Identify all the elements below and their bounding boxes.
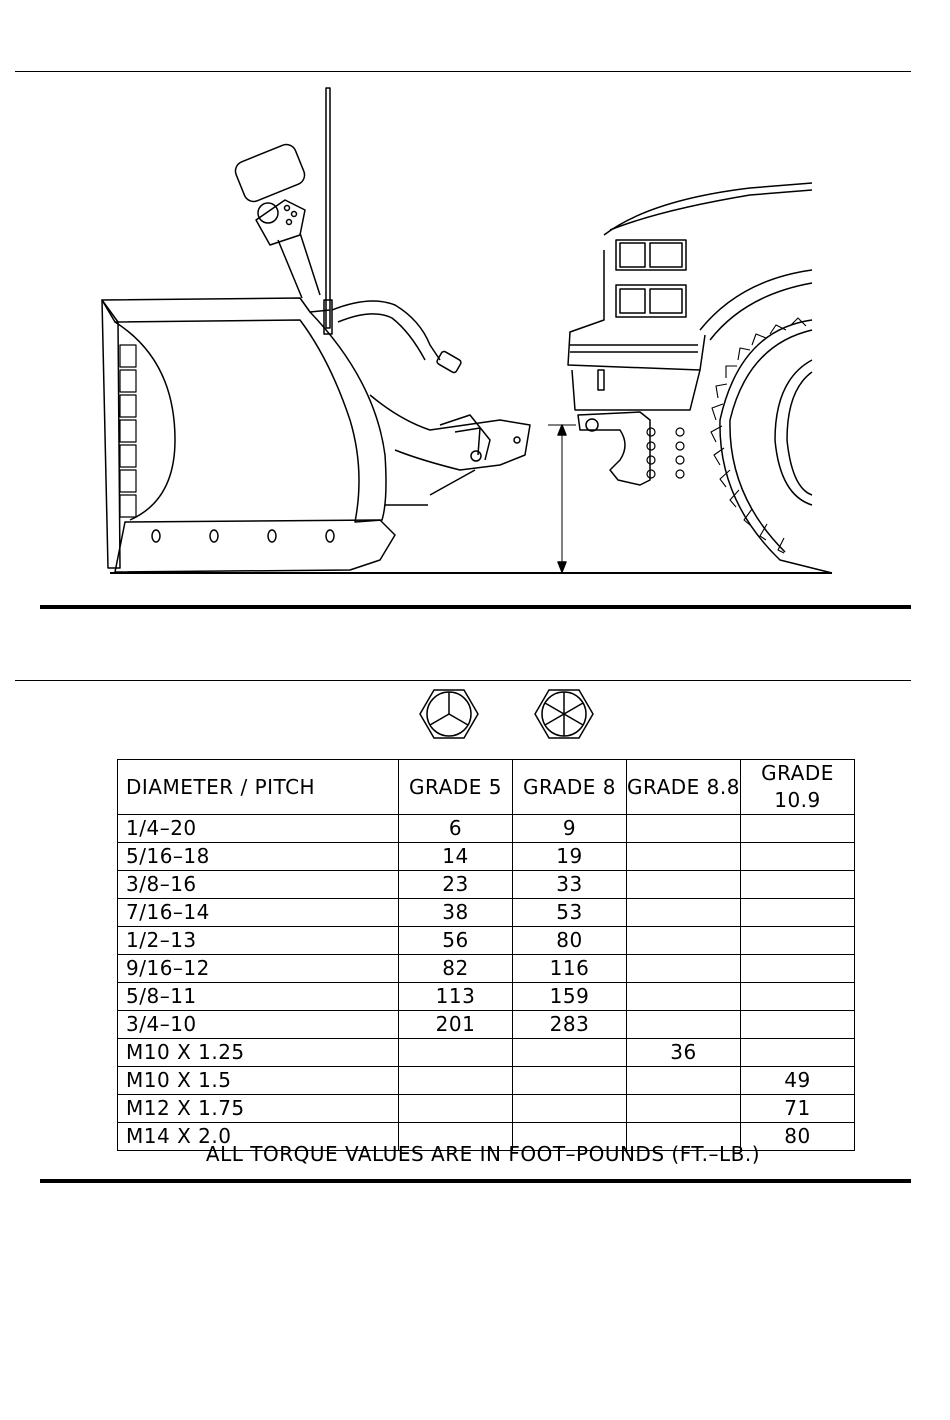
- torque-table: DIAMETER / PITCH GRADE 5 GRADE 8 GRADE 8…: [117, 759, 855, 1151]
- table-row: M10 X 1.5 49: [118, 1067, 855, 1095]
- table-cell-torque: 80: [513, 927, 627, 955]
- table-cell-torque: 38: [399, 899, 513, 927]
- table-cell-torque: [741, 871, 855, 899]
- table-cell-torque: [627, 1067, 741, 1095]
- table-cell-torque: [513, 1095, 627, 1123]
- table-cell-torque: [741, 899, 855, 927]
- table-cell-torque: [741, 1011, 855, 1039]
- table-cell-size: 1/2–13: [118, 927, 399, 955]
- plow-mount-illustration: [0, 80, 950, 590]
- table-cell-torque: 201: [399, 1011, 513, 1039]
- torque-units-note: ALL TORQUE VALUES ARE IN FOOT–POUNDS (FT…: [117, 1142, 849, 1166]
- table-cell-torque: 283: [513, 1011, 627, 1039]
- table-cell-torque: 82: [399, 955, 513, 983]
- table-cell-torque: [627, 815, 741, 843]
- table-cell-torque: 36: [627, 1039, 741, 1067]
- table-cell-size: M12 X 1.75: [118, 1095, 399, 1123]
- table-cell-torque: [399, 1095, 513, 1123]
- table-cell-torque: 116: [513, 955, 627, 983]
- table-cell-torque: 49: [741, 1067, 855, 1095]
- table-cell-size: 1/4–20: [118, 815, 399, 843]
- table-cell-torque: [627, 1011, 741, 1039]
- table-cell-size: 3/8–16: [118, 871, 399, 899]
- table-cell-torque: 9: [513, 815, 627, 843]
- table-cell-size: 5/8–11: [118, 983, 399, 1011]
- table-header-row: DIAMETER / PITCH GRADE 5 GRADE 8 GRADE 8…: [118, 760, 855, 815]
- table-cell-torque: [741, 815, 855, 843]
- table-cell-torque: 6: [399, 815, 513, 843]
- table-cell-torque: [513, 1067, 627, 1095]
- table-cell-torque: [741, 955, 855, 983]
- grade-8-bolt-head-icon: [535, 690, 593, 738]
- table-cell-size: 9/16–12: [118, 955, 399, 983]
- table-cell-torque: 159: [513, 983, 627, 1011]
- section-divider-3: [40, 1179, 911, 1183]
- table-cell-size: 3/4–10: [118, 1011, 399, 1039]
- header-grade-8-8: GRADE 8.8: [627, 760, 741, 815]
- table-row: M10 X 1.25 36: [118, 1039, 855, 1067]
- table-cell-torque: [627, 983, 741, 1011]
- table-cell-torque: [741, 983, 855, 1011]
- table-cell-torque: [627, 899, 741, 927]
- table-cell-torque: 14: [399, 843, 513, 871]
- top-divider: [15, 71, 911, 72]
- table-row: M12 X 1.75 71: [118, 1095, 855, 1123]
- header-grade-10-9: GRADE 10.9: [741, 760, 855, 815]
- grade-5-bolt-head-icon: [420, 690, 478, 738]
- table-cell-torque: [513, 1039, 627, 1067]
- table-cell-torque: 53: [513, 899, 627, 927]
- table-cell-torque: [741, 1039, 855, 1067]
- table-cell-torque: 23: [399, 871, 513, 899]
- table-cell-torque: [627, 843, 741, 871]
- bolt-heads: [0, 680, 950, 760]
- table-cell-torque: [627, 1095, 741, 1123]
- table-cell-torque: [741, 843, 855, 871]
- section-divider-1: [40, 605, 911, 609]
- table-cell-torque: 71: [741, 1095, 855, 1123]
- table-cell-size: M10 X 1.25: [118, 1039, 399, 1067]
- table-cell-torque: [627, 871, 741, 899]
- table-cell-torque: 113: [399, 983, 513, 1011]
- table-cell-torque: [627, 927, 741, 955]
- table-cell-size: 7/16–14: [118, 899, 399, 927]
- table-cell-torque: 19: [513, 843, 627, 871]
- table-cell-torque: [399, 1067, 513, 1095]
- table-cell-torque: 56: [399, 927, 513, 955]
- table-cell-size: 5/16–18: [118, 843, 399, 871]
- table-cell-torque: [741, 927, 855, 955]
- header-grade-8: GRADE 8: [513, 760, 627, 815]
- table-cell-torque: 33: [513, 871, 627, 899]
- header-diameter-pitch: DIAMETER / PITCH: [118, 760, 399, 815]
- table-cell-torque: [627, 955, 741, 983]
- table-cell-size: M10 X 1.5: [118, 1067, 399, 1095]
- table-cell-torque: [399, 1039, 513, 1067]
- header-grade-5: GRADE 5: [399, 760, 513, 815]
